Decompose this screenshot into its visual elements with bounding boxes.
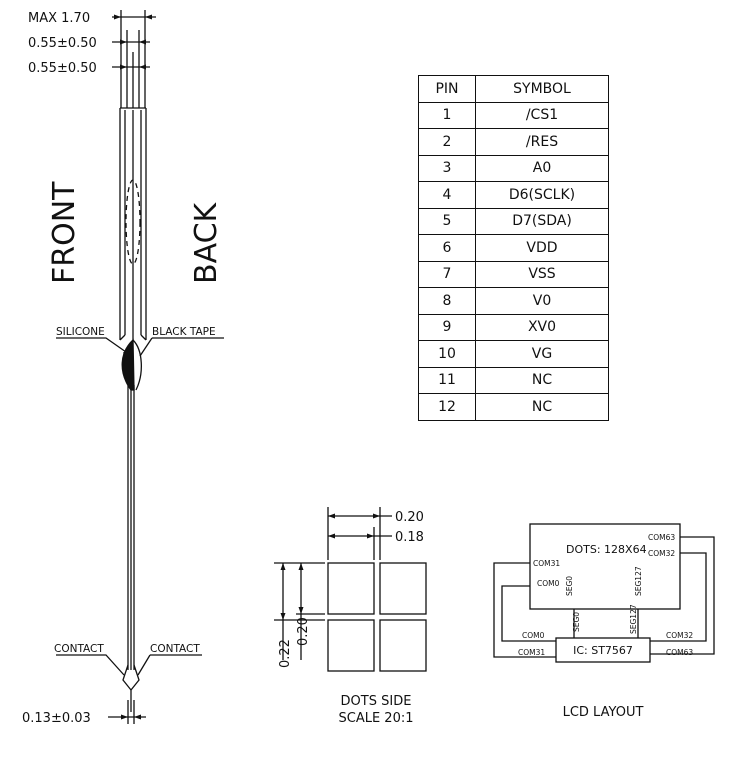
lcd-seg127-bottom: SEG127	[629, 604, 638, 634]
dots-side-lines	[274, 507, 427, 672]
pin-symbol: VSS	[475, 260, 609, 288]
dots-caption-2: SCALE 20:1	[338, 711, 413, 726]
pin-number: 5	[418, 207, 476, 235]
lcd-com31-bottom: COM31	[518, 648, 545, 657]
pin-number: 3	[418, 154, 476, 182]
silicone-label: SILICONE	[56, 326, 105, 338]
pin-number: 1	[418, 101, 476, 129]
symbol-header: SYMBOL	[475, 75, 609, 103]
pin-symbol: NC	[475, 393, 609, 421]
lcd-dots-label: DOTS: 128X64	[566, 543, 647, 556]
dots-caption-1: DOTS SIDE	[341, 694, 412, 709]
lcd-com32-top: COM32	[648, 549, 675, 558]
side-view-lines	[56, 10, 224, 724]
dim-max: MAX 1.70	[28, 11, 90, 26]
lcd-com0-top: COM0	[537, 579, 560, 588]
lcd-seg0-bottom: SEG0	[572, 612, 581, 632]
lcd-com63-bottom: COM63	[666, 648, 693, 657]
pin-number: 10	[418, 340, 476, 368]
pin-symbol: /RES	[475, 128, 609, 156]
contact-right-label: CONTACT	[150, 643, 200, 655]
lcd-seg0-top: SEG0	[565, 576, 574, 596]
dot-height-outer: 0.22	[278, 639, 293, 668]
dim-gap-2: 0.55±0.50	[28, 61, 97, 76]
pin-number: 12	[418, 393, 476, 421]
pin-header: PIN	[418, 75, 476, 103]
pin-number: 2	[418, 128, 476, 156]
dim-gap-1: 0.55±0.50	[28, 36, 97, 51]
pin-symbol: D6(SCLK)	[475, 181, 609, 209]
pin-symbol: A0	[475, 154, 609, 182]
pin-symbol: /CS1	[475, 101, 609, 129]
lcd-com63: COM63	[648, 533, 675, 542]
table-row: 2/RES	[418, 128, 609, 156]
lcd-layout-caption: LCD LAYOUT	[563, 705, 644, 720]
pin-symbol: XV0	[475, 313, 609, 341]
lcd-seg127-top: SEG127	[634, 566, 643, 596]
table-row: 1/CS1	[418, 101, 609, 129]
pin-number: 11	[418, 366, 476, 394]
pin-symbol: VG	[475, 340, 609, 368]
front-label: FRONT	[47, 181, 82, 284]
pin-number: 4	[418, 181, 476, 209]
pin-number: 6	[418, 234, 476, 262]
contact-left-label: CONTACT	[54, 643, 104, 655]
dim-bottom: 0.13±0.03	[22, 711, 91, 726]
dots-side-text: 0.20 0.18 0.22 0.20 DOTS SIDE SCALE 20:1	[278, 510, 424, 726]
pin-symbol: NC	[475, 366, 609, 394]
dot-width-inner: 0.18	[395, 530, 424, 545]
pin-number: 9	[418, 313, 476, 341]
pin-symbol: VDD	[475, 234, 609, 262]
pin-symbol: V0	[475, 287, 609, 315]
side-view-text: MAX 1.70 0.55±0.50 0.55±0.50 FRONT BACK …	[22, 11, 224, 726]
pin-symbol: D7(SDA)	[475, 207, 609, 235]
black-tape-label: BLACK TAPE	[152, 326, 216, 338]
lcd-layout-lines	[493, 523, 715, 663]
pin-number: 8	[418, 287, 476, 315]
pin-table-header: PIN SYMBOL	[418, 75, 609, 103]
pin-number: 7	[418, 260, 476, 288]
dot-height-inner: 0.20	[296, 617, 311, 646]
lcd-com0-bottom: COM0	[522, 631, 545, 640]
back-label: BACK	[189, 201, 224, 284]
lcd-layout-text: DOTS: 128X64 COM63 COM32 COM31 COM0 SEG0…	[518, 533, 693, 720]
dot-width-outer: 0.20	[395, 510, 424, 525]
lcd-com32-bottom: COM32	[666, 631, 693, 640]
lcd-ic-label: IC: ST7567	[573, 644, 633, 657]
lcd-com31-top: COM31	[533, 559, 560, 568]
